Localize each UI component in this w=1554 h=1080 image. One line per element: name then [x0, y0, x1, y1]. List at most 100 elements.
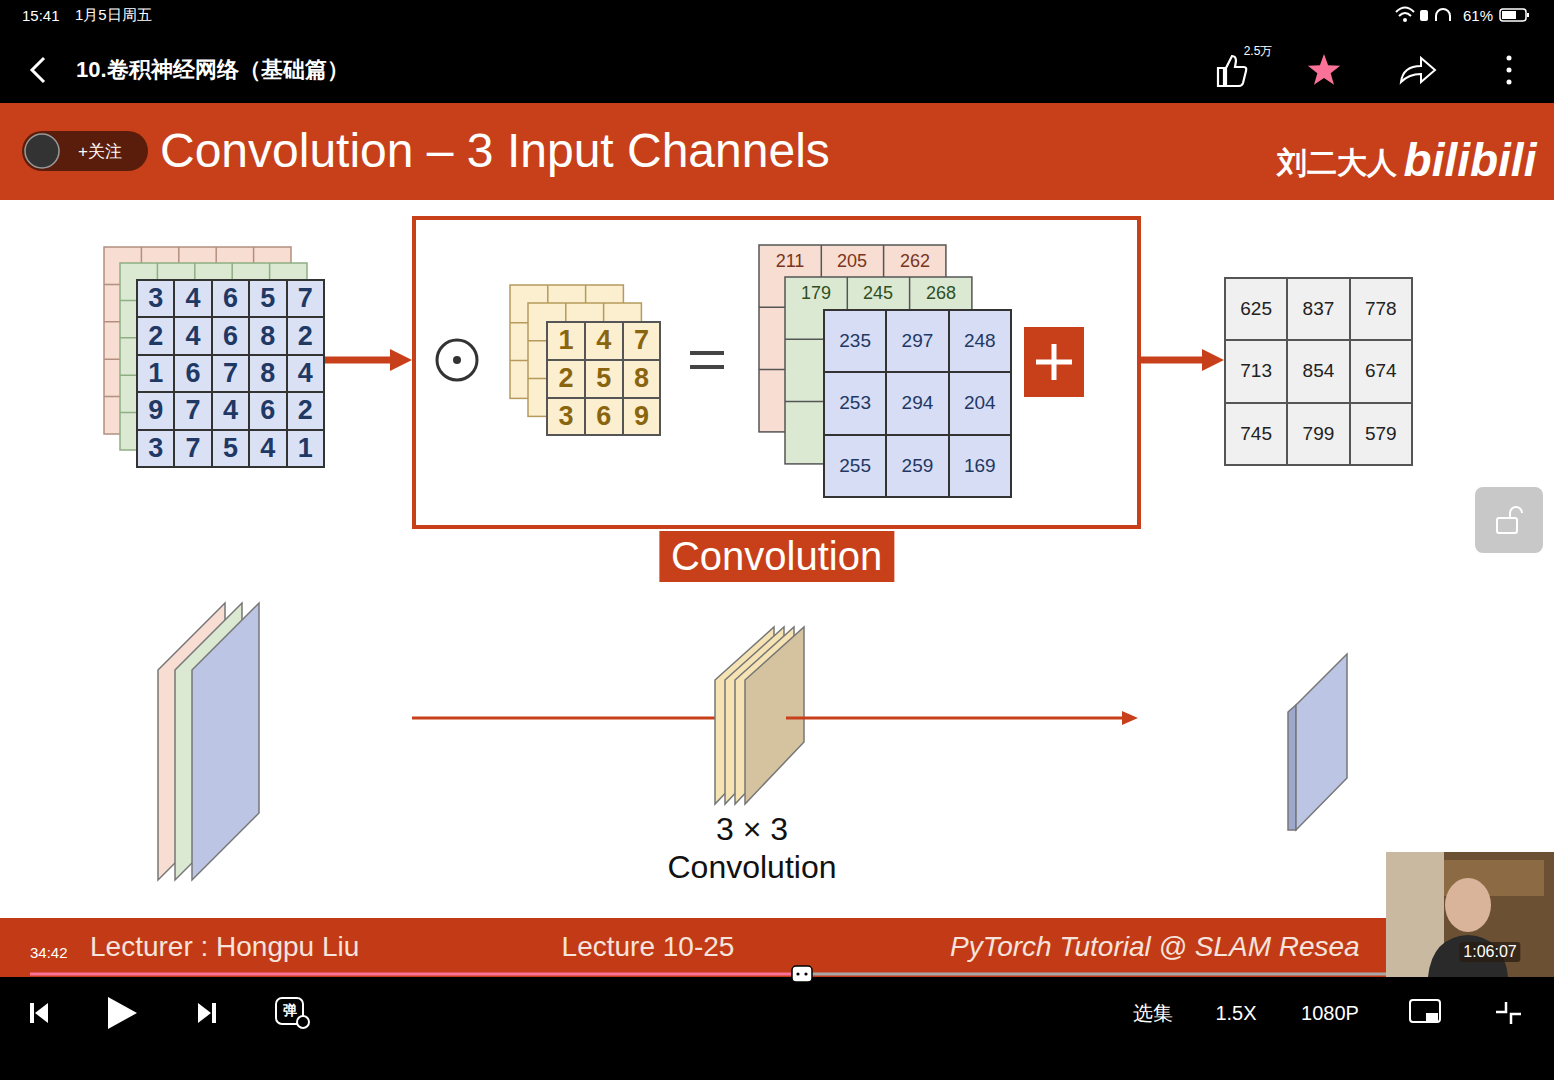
current-time: 34:42 [30, 944, 68, 961]
screen-icon [1426, 1013, 1438, 1022]
matrix-cell: 2 [288, 393, 325, 430]
footer-tutorial: PyTorch Tutorial @ SLAM Resea [950, 931, 1360, 963]
matrix-value: 745 [1240, 423, 1272, 445]
matrix-value: 1 [148, 358, 163, 389]
kernel-caption: 3 × 3 Convolution [642, 810, 862, 887]
equals-symbol [690, 365, 724, 369]
matrix-value: 9 [148, 395, 163, 426]
matrix-value: 245 [863, 283, 893, 304]
matrix-value: 211 [776, 251, 805, 272]
matrix-cell: 1 [288, 431, 325, 468]
matrix-value: 204 [964, 392, 996, 414]
matrix-value: 7 [186, 433, 201, 464]
matrix-cell: 799 [1288, 404, 1350, 466]
matrix-value: 255 [839, 455, 871, 477]
matrix-cell: 294 [887, 373, 949, 435]
matrix-value: 8 [260, 321, 275, 352]
matrix-cell: 1 [548, 323, 586, 361]
matrix-value: 1 [298, 433, 313, 464]
matrix-cell: 3 [548, 399, 586, 437]
matrix-cell: 3 [138, 431, 175, 468]
matrix-value: 248 [964, 330, 996, 352]
wifi-icon [1399, 13, 1411, 16]
slide-ground [0, 200, 1554, 918]
matrix-value: 259 [902, 455, 934, 477]
matrix-cell: 1 [138, 356, 175, 393]
danmaku-icon-text: 弹 [283, 1002, 297, 1020]
matrix-cell: 6 [586, 399, 624, 437]
matrix-value: 294 [902, 392, 934, 414]
matrix-value: 7 [186, 395, 201, 426]
video-title: 10.卷积神经网络（基础篇） [76, 55, 349, 85]
matrix-value: 169 [964, 455, 996, 477]
matrix-cell: 7 [213, 356, 250, 393]
watermark-logo: bilibili [1404, 133, 1537, 187]
prev-icon [35, 1003, 48, 1023]
kernel-channel-red-face [510, 285, 623, 398]
matrix-value: 5 [596, 363, 611, 394]
follow-button: +关注 [78, 140, 122, 163]
danmaku-gear [297, 1016, 309, 1028]
matrix-cell: 6 [213, 281, 250, 318]
matrix-cell: 7 [624, 323, 662, 361]
matrix-cell: 5 [586, 361, 624, 399]
progress-played [30, 973, 800, 976]
matrix-value: 3 [148, 433, 163, 464]
progress-remaining [800, 973, 1386, 976]
lock-icon [1510, 507, 1522, 518]
matrix-cell: 253 [825, 373, 887, 435]
product-matrix: 235297248253294204255259169 [823, 309, 1012, 498]
matrix-cell: 297 [887, 311, 949, 373]
box-heading-tab: Convolution [659, 531, 894, 582]
next-icon [198, 1003, 211, 1023]
headphone-icon [1436, 9, 1450, 21]
matrix-value: 713 [1240, 360, 1272, 382]
matrix-cell: 745 [1226, 404, 1288, 466]
matrix-value: 8 [634, 363, 649, 394]
matrix-value: 4 [186, 321, 201, 352]
matrix-cell: 854 [1288, 341, 1350, 403]
matrix-value: 7 [634, 325, 649, 356]
matrix-value: 3 [148, 283, 163, 314]
matrix-cell: 4 [288, 356, 325, 393]
matrix-value: 2 [298, 321, 313, 352]
matrix-cell: 7 [175, 393, 212, 430]
matrix-cell: 2 [548, 361, 586, 399]
matrix-value: 4 [298, 358, 313, 389]
matrix-cell: 4 [175, 318, 212, 355]
battery-level [1502, 11, 1516, 19]
matrix-cell: 204 [950, 373, 1012, 435]
matrix-value: 4 [186, 283, 201, 314]
odot-symbol [437, 340, 477, 380]
progress-thumb-eye [804, 972, 807, 975]
plus-symbol [1036, 360, 1072, 365]
matrix-cell: 9 [138, 393, 175, 430]
matrix-value: 6 [260, 395, 275, 426]
matrix-value: 268 [926, 283, 956, 304]
odot-dot [453, 356, 461, 364]
kernel-matrix: 147258369 [546, 321, 661, 436]
lock-icon [1497, 518, 1517, 533]
matrix-value: 5 [223, 433, 238, 464]
footer-lecture: Lecture 10-25 [562, 931, 735, 963]
back-icon [32, 58, 44, 82]
matrix-value: 3 [558, 401, 573, 432]
matrix-value: 297 [902, 330, 934, 352]
matrix-value: 179 [801, 283, 831, 304]
matrix-cell: 674 [1351, 341, 1413, 403]
matrix-cell: 248 [950, 311, 1012, 373]
matrix-value: 778 [1365, 298, 1397, 320]
output-matrix: 625837778713854674745799579 [1224, 277, 1413, 466]
flow-arrow [325, 357, 390, 364]
wifi-icon [1396, 8, 1414, 13]
matrix-value: 2 [148, 321, 163, 352]
webcam-frame [1386, 852, 1554, 977]
matrix-value: 7 [298, 283, 313, 314]
webcam-head [1445, 878, 1491, 932]
status-date: 1月5日周五 [75, 6, 152, 25]
matrix-cell: 5 [213, 431, 250, 468]
wifi-icon [1403, 18, 1407, 22]
matrix-value: 6 [223, 283, 238, 314]
matrix-cell: 255 [825, 436, 887, 498]
